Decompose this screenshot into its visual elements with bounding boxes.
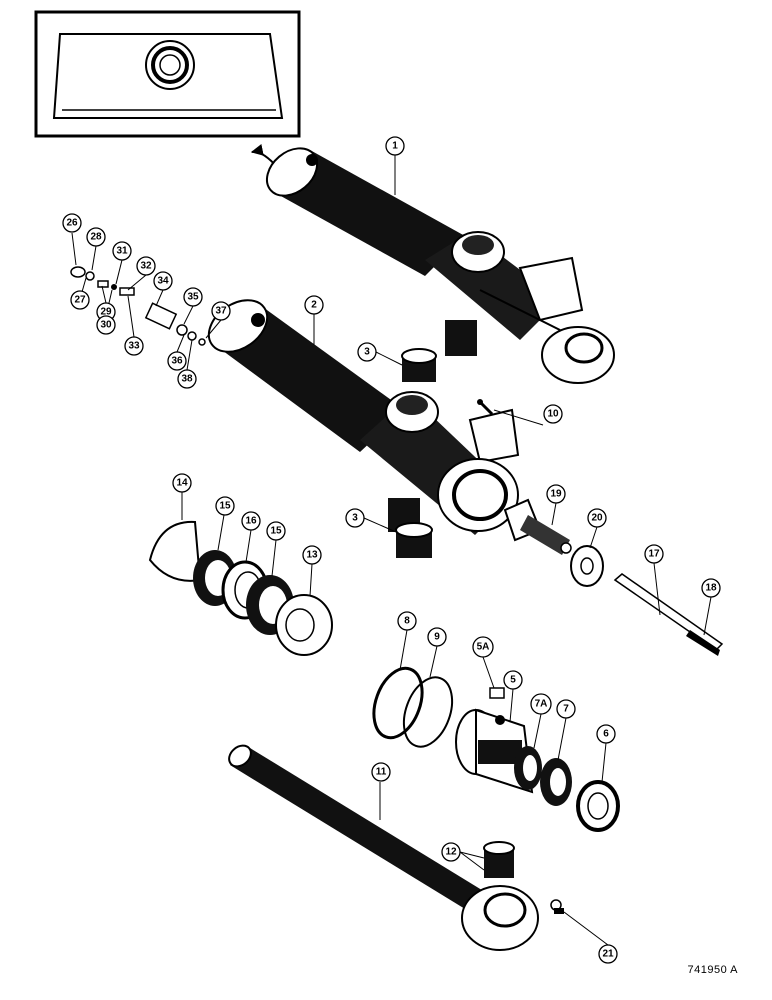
svg-text:15: 15 [270,526,282,537]
callout-12: 12 [441,842,461,862]
svg-text:27: 27 [74,295,86,306]
callout-1: 1 [385,136,405,156]
callout-36: 36 [167,351,187,371]
callout-16: 16 [241,511,261,531]
svg-text:8: 8 [404,616,410,627]
svg-text:33: 33 [128,341,140,352]
svg-text:9: 9 [434,632,440,643]
svg-text:19: 19 [550,489,562,500]
fitting-19 [503,498,572,555]
callout-32: 32 [136,256,156,276]
callout-33: 33 [124,336,144,356]
svg-text:38: 38 [181,374,193,385]
callout-28: 28 [86,227,106,247]
svg-text:11: 11 [376,767,387,778]
callout-11: 11 [371,762,391,782]
svg-text:35: 35 [187,292,199,303]
svg-text:18: 18 [705,583,717,594]
washer-20 [570,545,604,587]
svg-text:30: 30 [100,320,112,331]
svg-text:28: 28 [90,232,102,243]
svg-text:10: 10 [547,409,559,420]
callout-20: 20 [587,508,607,528]
svg-text:36: 36 [171,356,183,367]
svg-text:31: 31 [116,246,128,257]
svg-text:21: 21 [602,949,614,960]
callout-2: 2 [304,295,324,315]
svg-text:37: 37 [215,306,227,317]
piston-cap-13 [275,594,333,656]
callout-30: 30 [96,315,116,335]
callout-6: 6 [596,724,616,744]
svg-text:34: 34 [157,276,169,287]
callout-34: 34 [153,271,173,291]
svg-text:26: 26 [66,218,78,229]
callout-37: 37 [211,301,231,321]
seal-7a [514,746,542,790]
callout-3-lower: 3 [345,508,365,528]
svg-text:32: 32 [140,261,152,272]
callout-21: 21 [598,944,618,964]
callout-5: 5 [503,670,523,690]
leader-lines [71,155,712,946]
svg-text:17: 17 [648,549,660,560]
callout-5a: 5A [472,636,494,658]
figure-id-label: 741950 A [687,964,738,976]
valve-small-parts [70,266,206,346]
wiper-7 [540,758,572,806]
callout-27: 27 [70,290,90,310]
svg-text:5: 5 [510,675,516,686]
o-ring-8 [372,666,424,740]
svg-text:12: 12 [445,847,457,858]
svg-text:15: 15 [219,501,231,512]
plug-5a [489,687,505,699]
callout-14: 14 [172,473,192,493]
svg-text:5A: 5A [477,642,490,653]
inset-detail-box [34,10,301,138]
callout-3-upper: 3 [357,342,377,362]
backup-ring-9 [402,676,454,748]
callout-8: 8 [397,611,417,631]
callout-18: 18 [701,578,721,598]
svg-text:3: 3 [352,513,358,524]
callout-17: 17 [644,544,664,564]
svg-text:1: 1 [392,141,398,152]
callout-19: 19 [546,484,566,504]
callout-15-right: 15 [266,521,286,541]
piston-rod-11 [228,744,539,951]
callout-7: 7 [556,699,576,719]
bushing-upper [401,348,437,382]
grease-fitting-21 [550,899,564,914]
seal-6 [576,780,620,832]
upper-cylinder-assembly [265,147,615,384]
bushing-12 [483,841,515,878]
callout-10: 10 [543,404,563,424]
callout-13: 13 [302,545,322,565]
callout-38: 38 [177,369,197,389]
callout-9: 9 [427,627,447,647]
svg-text:7A: 7A [535,699,548,710]
callout-15-left: 15 [215,496,235,516]
svg-text:14: 14 [176,478,188,489]
svg-text:29: 29 [100,307,112,318]
callout-26: 26 [62,213,82,233]
svg-text:2: 2 [311,300,317,311]
svg-text:20: 20 [591,513,603,524]
screw-part [477,399,494,416]
svg-text:16: 16 [245,516,257,527]
tie-rod-17 [613,573,724,656]
piston-head-14 [148,520,202,582]
svg-text:3: 3 [364,347,370,358]
callout-35: 35 [183,287,203,307]
bushing-lower [395,522,433,558]
svg-text:13: 13 [306,550,318,561]
callout-31: 31 [112,241,132,261]
callout-7a: 7A [530,693,552,715]
svg-text:6: 6 [603,729,609,740]
svg-text:7: 7 [563,704,569,715]
